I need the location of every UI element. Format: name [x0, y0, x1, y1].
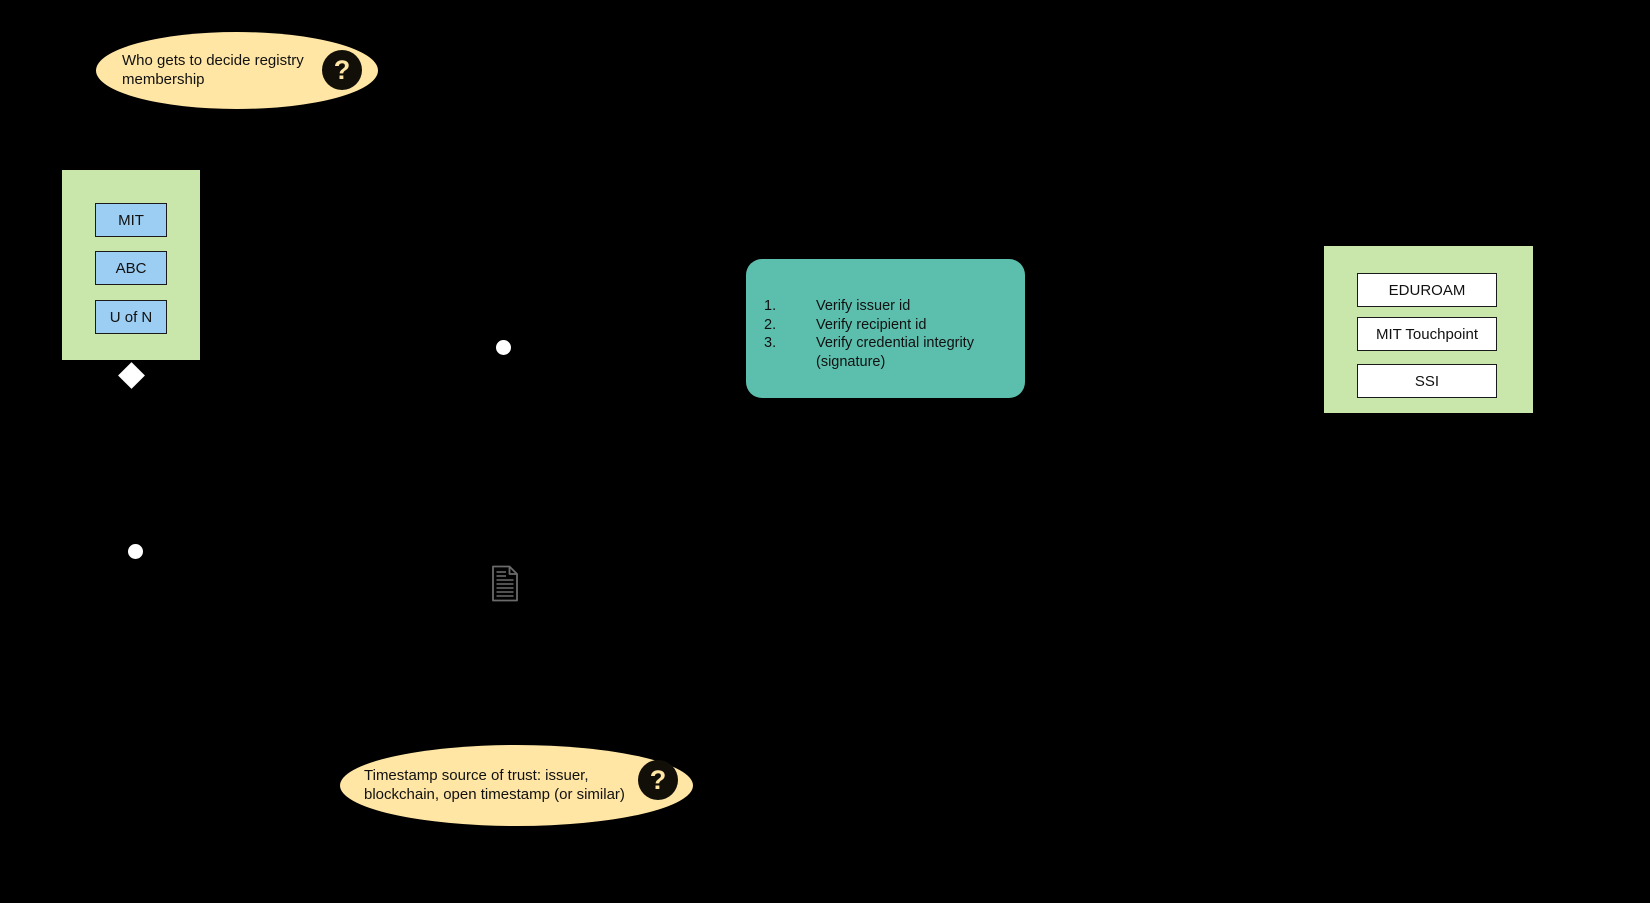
- verification-step-number: 3.: [764, 335, 777, 352]
- question-badge-icon: ?: [322, 50, 362, 90]
- issuer-registry-member-label: MIT: [118, 211, 144, 229]
- diamond-marker-icon: [118, 362, 145, 389]
- verification-step-3: 3. Verify credential integrity (signatur…: [764, 334, 974, 371]
- consumer-registry-member-mit-touchpoint[interactable]: MIT Touchpoint: [1357, 317, 1497, 351]
- connector-dot-lower-left: [128, 544, 143, 559]
- verification-step-number: 2.: [764, 316, 777, 333]
- callout-timestamp-trust-text: Timestamp source of trust: issuer, block…: [364, 767, 625, 803]
- question-badge-glyph: ?: [649, 764, 667, 795]
- document-icon: [491, 565, 519, 602]
- question-badge-glyph: ?: [333, 54, 351, 85]
- verification-steps-panel: 1. Verify issuer id 2. Verify recipient …: [746, 259, 1025, 398]
- callout-timestamp-trust[interactable]: Timestamp source of trust: issuer, block…: [340, 745, 693, 826]
- issuer-registry-member-abc[interactable]: ABC: [95, 251, 167, 285]
- verification-steps-list: 1. Verify issuer id 2. Verify recipient …: [764, 297, 974, 372]
- consumer-registry-member-label: EDUROAM: [1388, 281, 1466, 299]
- verification-step-text: Verify credential integrity (signature): [816, 335, 974, 371]
- verification-step-number: 1.: [764, 298, 777, 314]
- consumer-registry-member-eduroam[interactable]: EDUROAM: [1357, 273, 1497, 307]
- issuer-registry-member-label: U of N: [109, 308, 153, 326]
- issuer-registry-member-label: ABC: [115, 259, 147, 277]
- consumer-registry-member-label: SSI: [1414, 372, 1440, 390]
- verification-step-text: Verify recipient id: [816, 316, 927, 333]
- issuer-registry-member-u-of-n[interactable]: U of N: [95, 300, 167, 334]
- question-badge-icon: ?: [638, 760, 678, 800]
- issuer-registry-member-mit[interactable]: MIT: [95, 203, 167, 237]
- verification-step-2: 2. Verify recipient id: [764, 316, 974, 335]
- verification-step-text: Verify issuer id: [816, 298, 911, 314]
- connector-dot-middle: [496, 340, 511, 355]
- consumer-registry-member-ssi[interactable]: SSI: [1357, 364, 1497, 398]
- verification-step-1: 1. Verify issuer id: [764, 297, 974, 316]
- consumer-registry-member-label: MIT Touchpoint: [1375, 325, 1478, 343]
- callout-registry-membership-text: Who gets to decide registry membership: [122, 52, 304, 88]
